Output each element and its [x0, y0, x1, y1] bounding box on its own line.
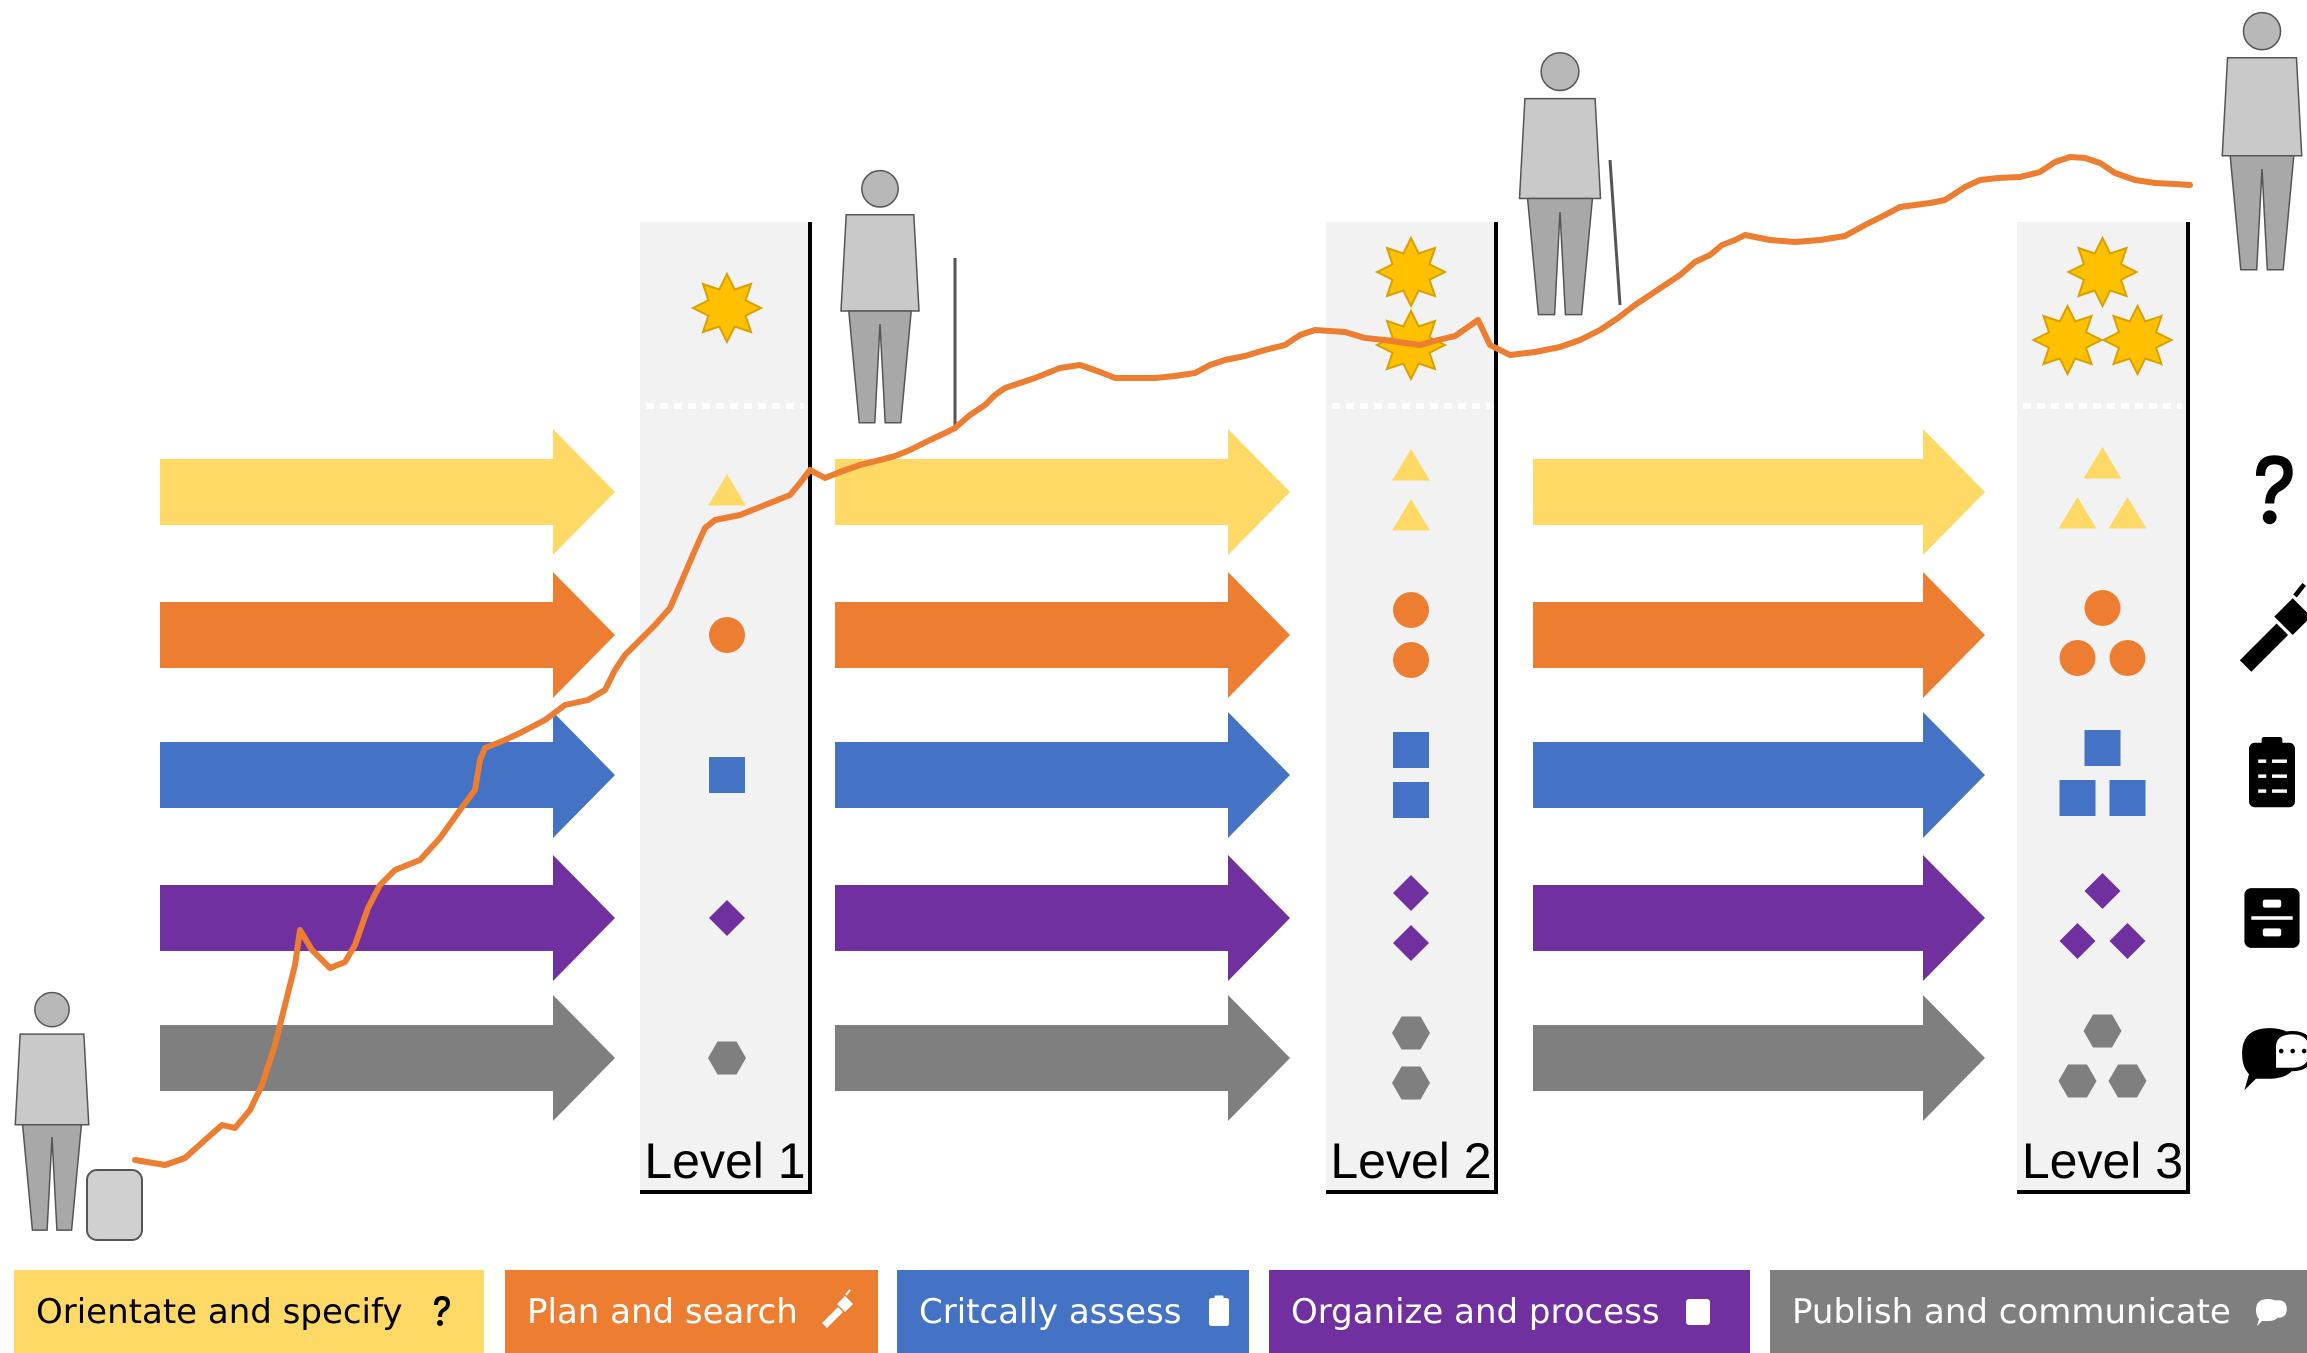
legend-publish: Publish and communicate [1770, 1270, 2307, 1353]
square-marker [2109, 780, 2146, 816]
achievement-star-icon [2031, 303, 2104, 377]
hexagon-marker [2108, 1064, 2147, 1098]
legend-label: Critcally assess [919, 1291, 1182, 1332]
square-marker [1393, 782, 1429, 818]
speech-bubbles-icon [2255, 1298, 2287, 1326]
flashlight-icon [816, 1287, 856, 1337]
legend-label: Plan and search [527, 1291, 798, 1332]
diamond-marker [1393, 875, 1429, 911]
arrow-assess-segment-3 [1533, 712, 1985, 838]
trekking-pole [1608, 159, 1622, 306]
arrow-plan-segment-2 [835, 572, 1290, 698]
achievement-star-icon [690, 271, 764, 345]
clipboard-checklist-icon [1199, 1287, 1239, 1337]
arrow-organize-segment-1 [160, 855, 615, 981]
level-2-label: Level 2 [1330, 1133, 1491, 1189]
level-1-column: Level 1 [640, 222, 812, 1194]
hiker-figure [840, 169, 957, 428]
circle-marker [2109, 640, 2146, 676]
stage-icons-column [2239, 455, 2307, 1091]
arrow-plan-segment-1 [160, 572, 615, 698]
question-mark-icon [2255, 455, 2293, 525]
achievement-star-icon [2066, 235, 2139, 309]
triangle-marker [1392, 449, 1430, 481]
triangle-marker [708, 474, 746, 506]
diamond-marker [2109, 923, 2146, 959]
hexagon-marker [708, 1041, 746, 1075]
level-3-column: Level 3 [2017, 222, 2190, 1194]
inbox-tray-icon [2244, 888, 2300, 948]
level-column-background [640, 222, 810, 1192]
arrow-publish-segment-3 [1533, 995, 1985, 1121]
flashlight-icon [821, 1288, 853, 1328]
circle-marker [2084, 590, 2121, 626]
level-3-label: Level 3 [2022, 1133, 2183, 1189]
square-marker [2059, 780, 2096, 816]
circle-marker [1393, 642, 1429, 678]
traveler-with-suitcase-figure [14, 991, 143, 1241]
arrow-orientate-segment-2 [835, 429, 1290, 555]
square-marker [709, 757, 745, 793]
stage-arrows [160, 429, 1985, 1121]
arrow-organize-segment-2 [835, 855, 1290, 981]
arrow-plan-segment-3 [1533, 572, 1985, 698]
clipboard-checklist-icon [2249, 737, 2295, 808]
mountaineer-figure [1518, 51, 1622, 316]
triangle-marker [2083, 447, 2122, 479]
question-mark-icon [433, 1295, 450, 1326]
circle-marker [2059, 640, 2096, 676]
flashlight-icon [2239, 582, 2307, 672]
legend-orientate: Orientate and specify [14, 1270, 484, 1353]
arrow-orientate-segment-1 [160, 429, 615, 555]
level-2-column: Level 2 [1326, 222, 1498, 1194]
expedition-climber-figure [2221, 11, 2303, 271]
speech-bubbles-icon [2249, 1287, 2289, 1337]
legend-label: Organize and process [1291, 1291, 1660, 1332]
hexagon-marker [1392, 1016, 1430, 1050]
clipboard-checklist-icon [1209, 1295, 1230, 1326]
circle-marker [709, 617, 745, 653]
arrow-publish-segment-2 [835, 995, 1290, 1121]
triangle-marker [1392, 499, 1430, 531]
triangle-marker [2058, 497, 2097, 529]
arrow-publish-segment-1 [160, 995, 615, 1121]
progress-path-line [132, 154, 2193, 1168]
inbox-tray-icon [1685, 1298, 1710, 1325]
diamond-marker [2059, 923, 2096, 959]
achievement-star-icon [1374, 235, 1448, 309]
inbox-tray-icon [1678, 1287, 1718, 1337]
diamond-marker [1393, 925, 1429, 961]
arrow-organize-segment-3 [1533, 855, 1985, 981]
square-marker [2084, 730, 2121, 766]
level-1-label: Level 1 [644, 1133, 805, 1189]
legend-organize: Organize and process [1269, 1270, 1750, 1353]
stage-legend: Orientate and specify Plan and search Crit… [0, 1270, 2307, 1353]
hiker-figures [14, 11, 2303, 1241]
achievement-star-icon [2101, 303, 2174, 377]
suitcase-icon [86, 1169, 143, 1241]
diamond-marker [2084, 873, 2121, 909]
level-columns: Level 1 Level 2 Level 3 [640, 222, 2190, 1194]
question-mark-icon [421, 1287, 461, 1337]
square-marker [1393, 732, 1429, 768]
arrow-orientate-segment-3 [1533, 429, 1985, 555]
hexagon-marker [1392, 1066, 1430, 1100]
legend-assess: Critcally assess [897, 1270, 1249, 1353]
arrow-assess-segment-2 [835, 712, 1290, 838]
hexagon-marker [2058, 1064, 2097, 1098]
speech-bubbles-icon [2242, 1028, 2307, 1091]
legend-label: Publish and communicate [1792, 1291, 2231, 1332]
legend-label: Orientate and specify [36, 1291, 403, 1332]
legend-plan: Plan and search [505, 1270, 878, 1353]
hexagon-marker [2083, 1014, 2122, 1048]
triangle-marker [2108, 497, 2147, 529]
diamond-marker [709, 900, 745, 936]
circle-marker [1393, 592, 1429, 628]
arrow-assess-segment-1 [160, 712, 615, 838]
